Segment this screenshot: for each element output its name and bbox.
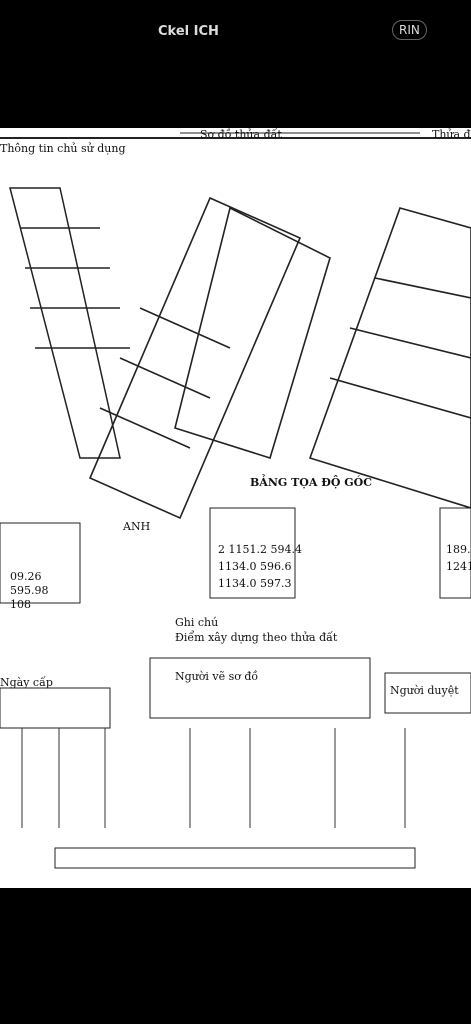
right-table-row-1: 189. (446, 543, 471, 556)
note-line: Điểm xây dựng theo thửa đất (175, 631, 338, 644)
center-table-row-3: 1134.0 597.3 (218, 577, 292, 590)
status-left-text: Ckel ICH (158, 24, 219, 39)
document-page: Thông tin chủ sử dụng Sơ đồ thửa đất Thử… (0, 128, 471, 888)
footer-center-text: Người vẽ sơ đồ (175, 670, 259, 683)
bottom-black-area (0, 888, 471, 1024)
header-right-text: Thửa đất (432, 128, 471, 141)
footer-left-text: Ngày cấp (0, 676, 53, 689)
note-center: Ghi chú (175, 616, 219, 629)
center-table-row-2: 1134.0 596.6 (218, 560, 292, 573)
left-table-row-1: 09.26 (10, 570, 42, 583)
header-left-text: Thông tin chủ sử dụng (0, 142, 126, 155)
coordinate-table-title: BẢNG TỌA ĐỘ GÓC (250, 476, 372, 489)
map-drawing (0, 132, 471, 869)
status-right-badge: RIN (392, 20, 427, 40)
right-table-row-2: 1241 (446, 560, 471, 573)
footer-right-text: Người duyệt (390, 684, 459, 697)
center-table-row-1: 2 1151.2 594.4 (218, 543, 302, 556)
left-table-row-3: 108 (10, 598, 31, 611)
header-center-text: Sơ đồ thửa đất (200, 128, 282, 141)
left-table-row-2: 595.98 (10, 584, 49, 597)
stamp-label: ANH (123, 520, 151, 533)
status-bar: Ckel ICH RIN (0, 0, 471, 60)
